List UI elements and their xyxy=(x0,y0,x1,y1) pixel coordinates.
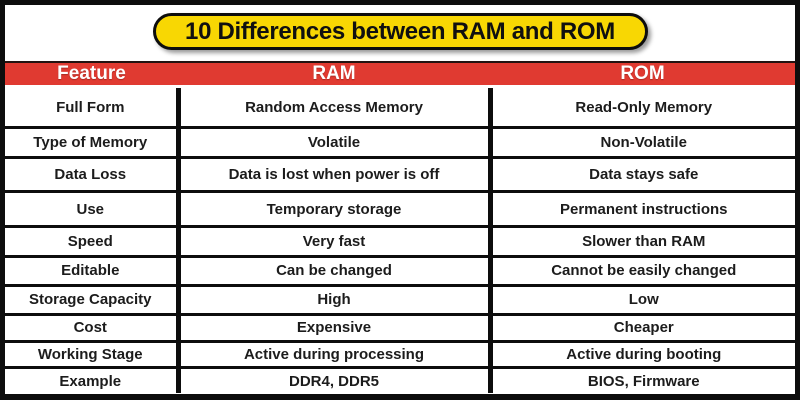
rom-cell: Read-Only Memory xyxy=(487,88,795,130)
rom-cell: Low xyxy=(487,283,795,316)
rom-cell: Data stays safe xyxy=(487,155,795,194)
ram-cell: High xyxy=(175,283,493,316)
ram-cell: Can be changed xyxy=(175,255,493,287)
feature-cell: Storage Capacity xyxy=(5,283,181,316)
table-row: Example DDR4, DDR5 BIOS, Firmware xyxy=(5,366,795,393)
comparison-table-wrap: Full Form Random Access Memory Read-Only… xyxy=(5,88,795,393)
ram-cell: Expensive xyxy=(175,312,493,344)
header-rom: ROM xyxy=(620,63,665,84)
table-row: Type of Memory Volatile Non-Volatile xyxy=(5,126,795,159)
table-row: Working Stage Active during processing A… xyxy=(5,340,795,370)
ram-cell: Temporary storage xyxy=(175,190,493,228)
table-row: Use Temporary storage Permanent instruct… xyxy=(5,190,795,228)
ram-cell: Active during processing xyxy=(175,340,493,370)
rom-cell: Slower than RAM xyxy=(487,224,795,259)
header-ram: RAM xyxy=(312,63,356,84)
table-row: Full Form Random Access Memory Read-Only… xyxy=(5,88,795,130)
feature-cell: Full Form xyxy=(5,88,181,130)
table-header-band: Feature RAM ROM xyxy=(5,61,795,85)
table-row: Cost Expensive Cheaper xyxy=(5,312,795,344)
rom-cell: Cannot be easily changed xyxy=(487,255,795,287)
header-feature: Feature xyxy=(57,63,126,84)
page-title: 10 Differences between RAM and ROM xyxy=(185,17,615,45)
rom-cell: Permanent instructions xyxy=(487,190,795,228)
comparison-table: Full Form Random Access Memory Read-Only… xyxy=(5,88,795,393)
feature-cell: Data Loss xyxy=(5,155,181,194)
feature-cell: Cost xyxy=(5,312,181,344)
rom-cell: Cheaper xyxy=(487,312,795,344)
table-row: Editable Can be changed Cannot be easily… xyxy=(5,255,795,287)
rom-cell: Non-Volatile xyxy=(487,126,795,159)
table-row: Speed Very fast Slower than RAM xyxy=(5,224,795,259)
ram-cell: Random Access Memory xyxy=(175,88,493,130)
ram-cell: DDR4, DDR5 xyxy=(175,366,493,393)
feature-cell: Use xyxy=(5,190,181,228)
feature-cell: Example xyxy=(5,366,181,393)
feature-cell: Editable xyxy=(5,255,181,287)
rom-cell: BIOS, Firmware xyxy=(487,366,795,393)
feature-cell: Working Stage xyxy=(5,340,181,370)
ram-cell: Volatile xyxy=(175,126,493,159)
ram-cell: Very fast xyxy=(175,224,493,259)
ram-cell: Data is lost when power is off xyxy=(175,155,493,194)
title-banner: 10 Differences between RAM and ROM xyxy=(152,13,648,50)
table-row: Storage Capacity High Low xyxy=(5,283,795,316)
feature-cell: Speed xyxy=(5,224,181,259)
rom-cell: Active during booting xyxy=(487,340,795,370)
feature-cell: Type of Memory xyxy=(5,126,181,159)
table-row: Data Loss Data is lost when power is off… xyxy=(5,155,795,194)
